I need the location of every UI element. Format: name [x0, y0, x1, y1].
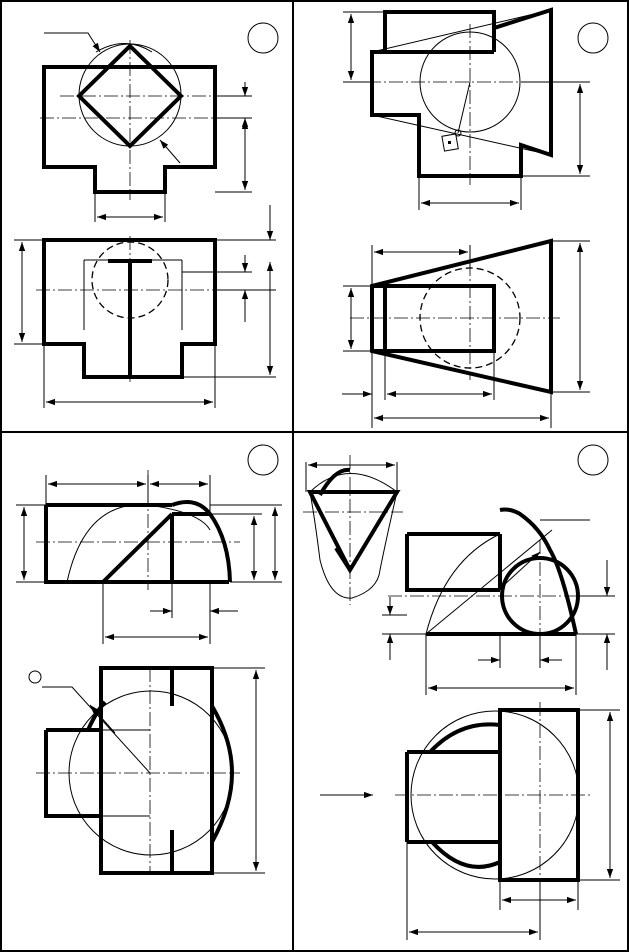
- top-view: [14, 205, 276, 408]
- panel-number-circle: [577, 22, 609, 54]
- base-outline: [44, 505, 229, 584]
- tee-outline: [42, 65, 217, 194]
- panel-number-circle: [247, 444, 279, 476]
- top-view: [28, 666, 265, 875]
- front-view: [382, 507, 615, 695]
- transition-outline: [370, 7, 553, 178]
- auxiliary-sketch: [303, 455, 403, 605]
- front-view: [343, 7, 590, 210]
- front-view: [16, 470, 282, 644]
- front-view: [40, 32, 252, 222]
- panel-top-right: [342, 7, 609, 428]
- panel-bottom-right: [303, 444, 620, 940]
- panel-number-circle: [577, 444, 609, 476]
- panel-number-circle: [247, 22, 279, 54]
- cone-outline: [370, 238, 553, 395]
- top-view: [320, 702, 620, 940]
- panel-top-left: [14, 22, 279, 408]
- top-view: [342, 238, 590, 428]
- panel-bottom-left: [16, 444, 282, 875]
